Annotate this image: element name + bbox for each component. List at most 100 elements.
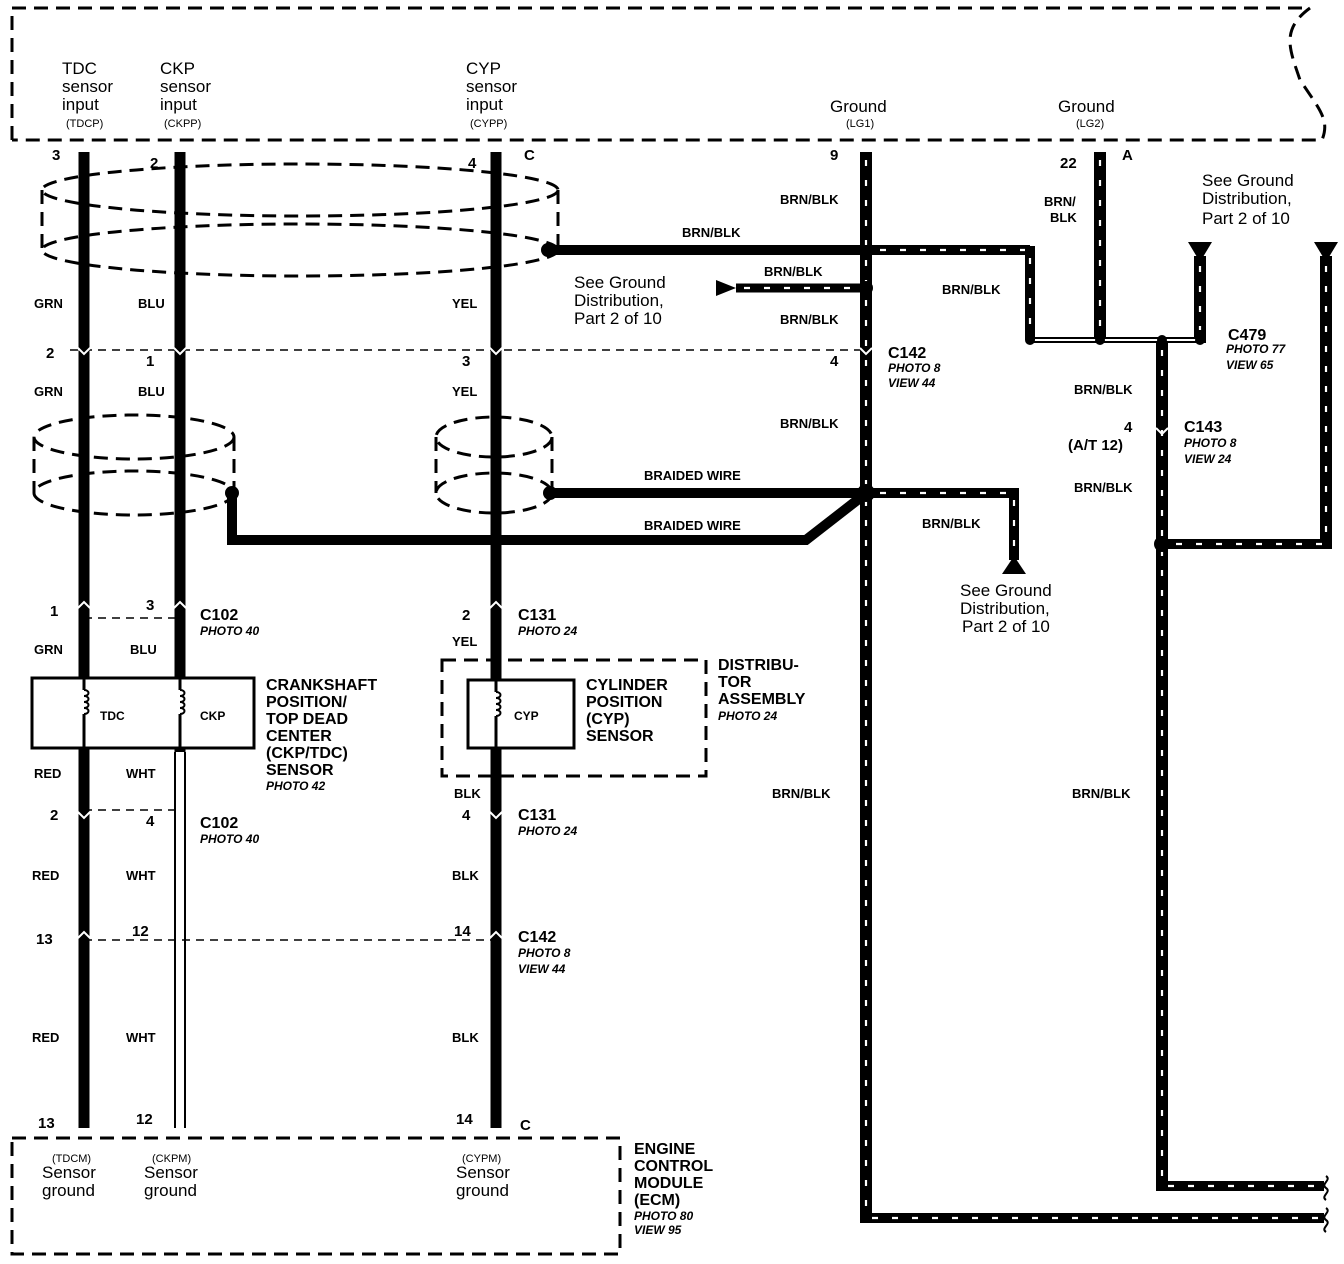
svg-text:VIEW 65: VIEW 65 — [1226, 358, 1274, 372]
svg-text:BRAIDED WIRE: BRAIDED WIRE — [644, 518, 741, 533]
svg-text:See Ground: See Ground — [574, 273, 666, 292]
svg-text:BRN/BLK: BRN/BLK — [764, 264, 823, 279]
pin-label: 3 — [146, 597, 154, 614]
c102-a-label: C102 PHOTO 40 — [200, 607, 259, 638]
svg-text:VIEW 44: VIEW 44 — [518, 962, 566, 976]
cyp-sensor-label: CYLINDER POSITION (CYP) SENSOR — [586, 677, 668, 745]
svg-text:PHOTO 77: PHOTO 77 — [1226, 342, 1286, 356]
svg-text:WHT: WHT — [126, 766, 156, 781]
ground-ref-right-of-braid — [866, 488, 1026, 574]
svg-text:BLK: BLK — [452, 868, 479, 883]
wire-ground-lg1 — [860, 152, 1324, 1223]
c102-b-label: C102 PHOTO 40 — [200, 815, 259, 846]
ckp-coil-label: CKP — [200, 709, 225, 723]
pin-label: 2 — [150, 155, 158, 172]
svg-text:VIEW 44: VIEW 44 — [888, 376, 936, 390]
pin-label: 1 — [146, 353, 154, 370]
pin-label: 3 — [462, 353, 470, 370]
svg-text:C131: C131 — [518, 607, 556, 624]
svg-text:BLK: BLK — [452, 1030, 479, 1045]
ground-ref-arrow-top — [716, 280, 873, 296]
svg-text:BRN/BLK: BRN/BLK — [922, 516, 981, 531]
c479-label: C479 PHOTO 77 VIEW 65 — [1226, 327, 1286, 372]
connector-chevrons — [77, 347, 1169, 939]
svg-text:(CYPM): (CYPM) — [462, 1153, 501, 1165]
svg-text:PHOTO 24: PHOTO 24 — [518, 624, 577, 638]
pin-label: 9 — [830, 147, 838, 164]
ecm-ground-lg1: Ground (LG1) — [830, 97, 887, 130]
svg-text:YEL: YEL — [452, 634, 477, 649]
svg-text:See Ground: See Ground — [1202, 171, 1294, 190]
svg-text:sensor: sensor — [466, 77, 517, 96]
ecm-top-box — [10, 6, 1327, 142]
ground-ref-text-top-right: See Ground Distribution, Part 2 of 10 — [1202, 171, 1294, 228]
ckp-tdc-sensor-box: TDC CKP — [30, 676, 256, 750]
svg-text:C479: C479 — [1228, 327, 1266, 344]
svg-text:PHOTO 40: PHOTO 40 — [200, 832, 259, 846]
svg-text:POSITION/: POSITION/ — [266, 694, 347, 711]
svg-text:BLU: BLU — [138, 384, 165, 399]
pin-label: 3 — [52, 147, 60, 164]
svg-text:GRN: GRN — [34, 296, 63, 311]
distributor-label: DISTRIBU- TOR ASSEMBLY PHOTO 24 — [718, 657, 806, 723]
svg-text:CYLINDER: CYLINDER — [586, 677, 668, 694]
svg-text:DISTRIBU-: DISTRIBU- — [718, 657, 799, 674]
svg-text:PHOTO 8: PHOTO 8 — [888, 361, 941, 375]
shield-cyp-sensor — [434, 415, 554, 515]
svg-text:MODULE: MODULE — [634, 1175, 704, 1192]
svg-text:TDC: TDC — [62, 59, 97, 78]
svg-text:BRN/: BRN/ — [1044, 194, 1076, 209]
svg-text:PHOTO 24: PHOTO 24 — [718, 709, 777, 723]
ground-ref-text-mid: See Ground Distribution, Part 2 of 10 — [960, 581, 1052, 636]
svg-text:input: input — [62, 95, 99, 114]
svg-text:C102: C102 — [200, 607, 238, 624]
svg-text:BRN/BLK: BRN/BLK — [780, 416, 839, 431]
svg-text:PHOTO 8: PHOTO 8 — [518, 946, 571, 960]
ecm-input-tdc: TDC sensor input (TDCP) — [62, 59, 113, 130]
c131-b-label: C131 PHOTO 24 — [518, 807, 577, 838]
svg-text:(LG1): (LG1) — [846, 118, 874, 130]
svg-text:(ECM): (ECM) — [634, 1192, 680, 1209]
svg-text:Part 2 of 10: Part 2 of 10 — [962, 617, 1050, 636]
svg-text:TOP DEAD: TOP DEAD — [266, 711, 348, 728]
svg-text:ASSEMBLY: ASSEMBLY — [718, 691, 806, 708]
braided-wire-upper — [543, 484, 875, 502]
shield-top — [40, 162, 560, 278]
svg-text:BLU: BLU — [130, 642, 157, 657]
distributor-assembly-box: CYP — [440, 658, 708, 778]
ground-ref-text-top-left: See Ground Distribution, Part 2 of 10 — [574, 273, 666, 328]
wire-ground-ref-mid — [1188, 242, 1212, 340]
svg-text:CKP: CKP — [160, 59, 195, 78]
svg-text:BRN/BLK: BRN/BLK — [682, 225, 741, 240]
svg-text:RED: RED — [34, 766, 61, 781]
pin-label: 13 — [36, 931, 53, 948]
svg-text:CONTROL: CONTROL — [634, 1158, 713, 1175]
svg-text:WHT: WHT — [126, 868, 156, 883]
svg-text:BRN/BLK: BRN/BLK — [772, 786, 831, 801]
pin-label: 12 — [136, 1111, 153, 1128]
shield-drain-top — [541, 243, 1035, 340]
shield-crank-sensor — [32, 413, 236, 517]
pin-label: 2 — [50, 807, 58, 824]
svg-text:POSITION: POSITION — [586, 694, 662, 711]
svg-text:(CYP): (CYP) — [586, 711, 630, 728]
svg-text:Ground: Ground — [1058, 97, 1115, 116]
svg-text:4: 4 — [1124, 419, 1133, 436]
c142-top-label: C142 PHOTO 8 VIEW 44 — [888, 345, 941, 390]
svg-text:See Ground: See Ground — [960, 581, 1052, 600]
svg-text:(CKPP): (CKPP) — [164, 118, 201, 130]
svg-text:ENGINE: ENGINE — [634, 1141, 696, 1158]
svg-text:CRANKSHAFT: CRANKSHAFT — [266, 677, 377, 694]
pin-label: 4 — [830, 353, 839, 370]
svg-text:Ground: Ground — [830, 97, 887, 116]
pin-label: 14 — [454, 923, 471, 940]
c131-a-label: C131 PHOTO 24 — [518, 607, 577, 638]
pin-label: 14 — [456, 1111, 473, 1128]
svg-text:BRN/BLK: BRN/BLK — [942, 282, 1001, 297]
svg-text:(CKP/TDC): (CKP/TDC) — [266, 745, 348, 762]
svg-text:VIEW 95: VIEW 95 — [634, 1223, 682, 1237]
svg-text:SENSOR: SENSOR — [586, 728, 654, 745]
pin-label: 2 — [462, 607, 470, 624]
svg-text:C142: C142 — [518, 929, 556, 946]
svg-text:BLK: BLK — [454, 786, 481, 801]
